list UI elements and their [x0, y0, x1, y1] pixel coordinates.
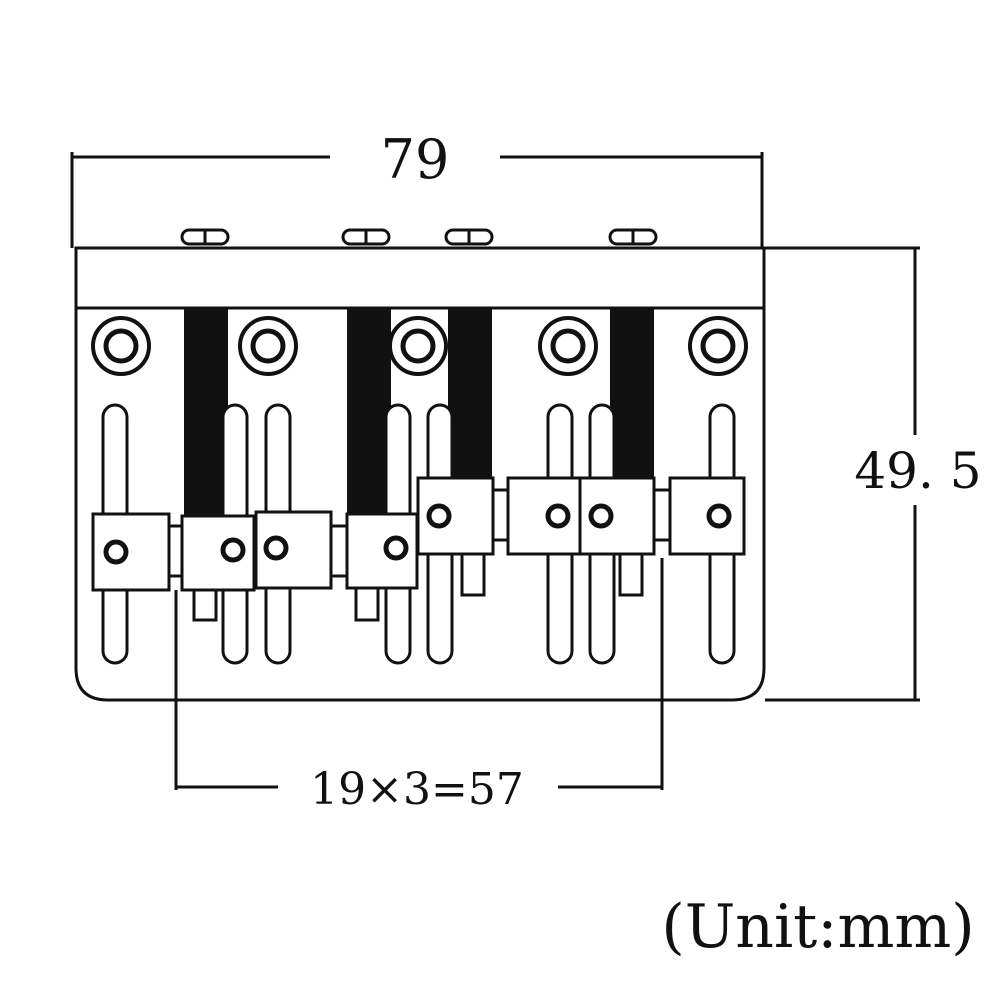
saddle-4-screw-left	[588, 503, 614, 529]
height-dimension	[765, 246, 920, 702]
screw-head-4	[608, 228, 658, 246]
saddle-4-neck	[652, 488, 672, 542]
screw-head-2	[341, 228, 391, 246]
saddles	[91, 476, 746, 592]
bridge-back-wall	[74, 246, 766, 310]
mounting-hole-4	[538, 316, 598, 376]
saddle-2	[254, 510, 419, 590]
saddle-2-screw-right	[383, 535, 409, 561]
mounting-holes	[91, 316, 748, 376]
mounting-hole-2	[238, 316, 298, 376]
saddle-3-screw-left	[426, 503, 452, 529]
saddle-3-screw-right	[545, 503, 571, 529]
height-label: 49. 5	[854, 442, 981, 500]
width-label: 79	[381, 128, 450, 191]
unit-label: (Unit:mm)	[661, 892, 974, 962]
screw-head-3	[444, 228, 494, 246]
saddle-2-screw-left	[263, 535, 289, 561]
intonation-screw-heads	[180, 228, 658, 246]
mounting-hole-3	[388, 316, 448, 376]
saddle-4	[578, 476, 746, 556]
threaded-screw-4	[610, 309, 654, 484]
screw-stubs	[192, 551, 644, 622]
stub-1	[192, 586, 218, 622]
stub-3	[460, 551, 486, 597]
screw-head-1	[180, 228, 230, 246]
width-dimension	[70, 152, 764, 248]
mounting-hole-5	[688, 316, 748, 376]
threaded-screw-2	[347, 309, 391, 519]
spacing-label: 19×3=57	[310, 764, 524, 815]
spacing-dimension	[174, 558, 664, 790]
saddle-4-screw-right	[706, 503, 732, 529]
saddle-3	[416, 476, 582, 556]
intonation-screws	[184, 309, 654, 519]
saddle-1	[91, 512, 256, 592]
saddle-1-screw-left	[103, 539, 129, 565]
threaded-screw-3	[448, 309, 492, 484]
stub-2	[354, 586, 380, 622]
saddle-1-screw-right	[220, 537, 246, 563]
threaded-screw-1	[184, 309, 228, 519]
stub-4	[618, 551, 644, 597]
mounting-hole-1	[91, 316, 151, 376]
